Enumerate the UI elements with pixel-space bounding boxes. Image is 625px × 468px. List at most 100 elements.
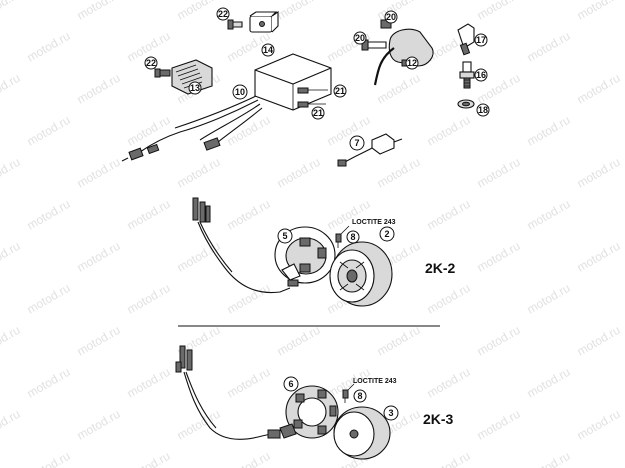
watermark-text: motod.ru <box>175 155 223 191</box>
callout-12: 12 <box>405 56 419 70</box>
watermark-text: motod.ru <box>525 197 573 233</box>
svg-text:22: 22 <box>218 9 228 19</box>
watermark-text: motod.ru <box>575 323 623 359</box>
svg-text:3: 3 <box>388 408 393 418</box>
watermark-text: motod.ru <box>75 407 123 443</box>
callout-20b: 20 <box>353 31 367 45</box>
svg-text:LOCTITE 243: LOCTITE 243 <box>352 219 396 226</box>
watermark-text: motod.ru <box>25 197 73 233</box>
loctite-label-2k2: LOCTITE 243 <box>340 219 396 235</box>
part-18-seal[interactable] <box>457 99 475 109</box>
watermark-text: motod.ru <box>375 0 423 23</box>
watermark-text: motod.ru <box>525 281 573 317</box>
watermark-text: motod.ru <box>0 239 23 275</box>
part-8-bolt-2k3[interactable] <box>342 389 349 403</box>
watermark-text: motod.ru <box>575 239 623 275</box>
watermark-text: motod.ru <box>75 155 123 191</box>
callout-14: 14 <box>261 43 275 57</box>
variant-label-2k3: 2K-3 <box>423 411 454 427</box>
part-3-rotor[interactable] <box>333 406 391 460</box>
callout-8a: 8 <box>346 230 360 244</box>
svg-text:21: 21 <box>313 108 323 118</box>
watermark-text: motod.ru <box>375 71 423 107</box>
watermark-text: motod.ru <box>75 323 123 359</box>
svg-text:18: 18 <box>478 105 488 115</box>
watermark-text: motod.ru <box>275 155 323 191</box>
svg-text:8: 8 <box>350 232 355 242</box>
watermark-text: motod.ru <box>0 0 23 23</box>
part-17-plug-cap[interactable] <box>457 23 475 56</box>
callout-20a: 20 <box>384 10 398 24</box>
part-12-ignition-coil[interactable] <box>361 19 434 86</box>
watermark-text: motod.ru <box>125 281 173 317</box>
svg-text:16: 16 <box>476 70 486 80</box>
watermark-text: motod.ru <box>75 71 123 107</box>
part-7-connector[interactable] <box>337 133 403 167</box>
svg-text:LOCTITE 243: LOCTITE 243 <box>353 378 397 385</box>
watermark-text: motod.ru <box>225 365 273 401</box>
svg-text:2: 2 <box>384 229 389 239</box>
svg-text:17: 17 <box>476 35 486 45</box>
watermark-text: motod.ru <box>425 449 473 468</box>
watermark-text: motod.ru <box>575 407 623 443</box>
callout-10: 10 <box>232 84 248 100</box>
callout-7: 7 <box>349 135 365 151</box>
watermark-text: motod.ru <box>275 323 323 359</box>
svg-text:8: 8 <box>357 391 362 401</box>
svg-text:10: 10 <box>235 87 245 97</box>
watermark-text: motod.ru <box>275 0 323 23</box>
watermark-text: motod.ru <box>25 281 73 317</box>
watermark-text: motod.ru <box>0 323 23 359</box>
part-13-regulator[interactable] <box>154 59 213 95</box>
svg-text:14: 14 <box>263 45 273 55</box>
watermark-text: motod.ru <box>125 113 173 149</box>
svg-text:12: 12 <box>407 58 417 68</box>
watermark-text: motod.ru <box>475 323 523 359</box>
watermark-text: motod.ru <box>475 0 523 23</box>
svg-text:20: 20 <box>386 12 396 22</box>
callout-21a: 21 <box>333 84 347 98</box>
part-8-bolt-2k2[interactable] <box>335 233 342 248</box>
watermark-text: motod.ru <box>0 71 23 107</box>
svg-text:13: 13 <box>190 83 200 93</box>
svg-text:5: 5 <box>282 231 287 241</box>
callout-8b: 8 <box>353 389 367 403</box>
watermark-text: motod.ru <box>525 365 573 401</box>
watermark-text: motod.ru <box>575 71 623 107</box>
callout-16: 16 <box>474 68 488 82</box>
watermark-text: motod.ru <box>475 407 523 443</box>
watermark-text: motod.ru <box>475 239 523 275</box>
callout-5: 5 <box>277 228 293 244</box>
watermark-text: motod.ru <box>375 323 423 359</box>
part-10-cdi-unit[interactable] <box>121 53 332 162</box>
watermark-text: motod.ru <box>125 197 173 233</box>
callout-2: 2 <box>379 226 395 242</box>
watermark-text: motod.ru <box>25 113 73 149</box>
part-2-flywheel[interactable] <box>329 241 393 307</box>
svg-text:21: 21 <box>335 86 345 96</box>
watermark-text: motod.ru <box>25 365 73 401</box>
watermark-text: motod.ru <box>75 0 123 23</box>
watermark-text: motod.ru <box>75 239 123 275</box>
watermark-text: motod.ru <box>575 0 623 23</box>
callout-13: 13 <box>188 81 202 95</box>
watermark-text: motod.ru <box>525 113 573 149</box>
part-16-spark-plug[interactable] <box>459 61 475 89</box>
watermark-text: motod.ru <box>0 155 23 191</box>
callout-18: 18 <box>476 103 490 117</box>
watermark-text: motod.ru <box>225 197 273 233</box>
watermark-text: motod.ru <box>325 113 373 149</box>
watermark-text: motod.ru <box>525 29 573 65</box>
callout-22-top: 22 <box>216 7 230 21</box>
callout-6: 6 <box>283 376 299 392</box>
watermark-text: motod.ru <box>475 155 523 191</box>
part-6-stator-2k3[interactable] <box>175 345 339 440</box>
watermark-text: motod.ru <box>225 449 273 468</box>
watermark-text: motod.ru <box>175 239 223 275</box>
watermark-text: motod.ru <box>425 365 473 401</box>
part-14-block[interactable] <box>227 10 279 33</box>
watermark-text: motod.ru <box>175 0 223 23</box>
watermark-text: motod.ru <box>425 281 473 317</box>
watermark-text: motod.ru <box>425 197 473 233</box>
loctite-label-2k3: LOCTITE 243 <box>347 378 397 391</box>
